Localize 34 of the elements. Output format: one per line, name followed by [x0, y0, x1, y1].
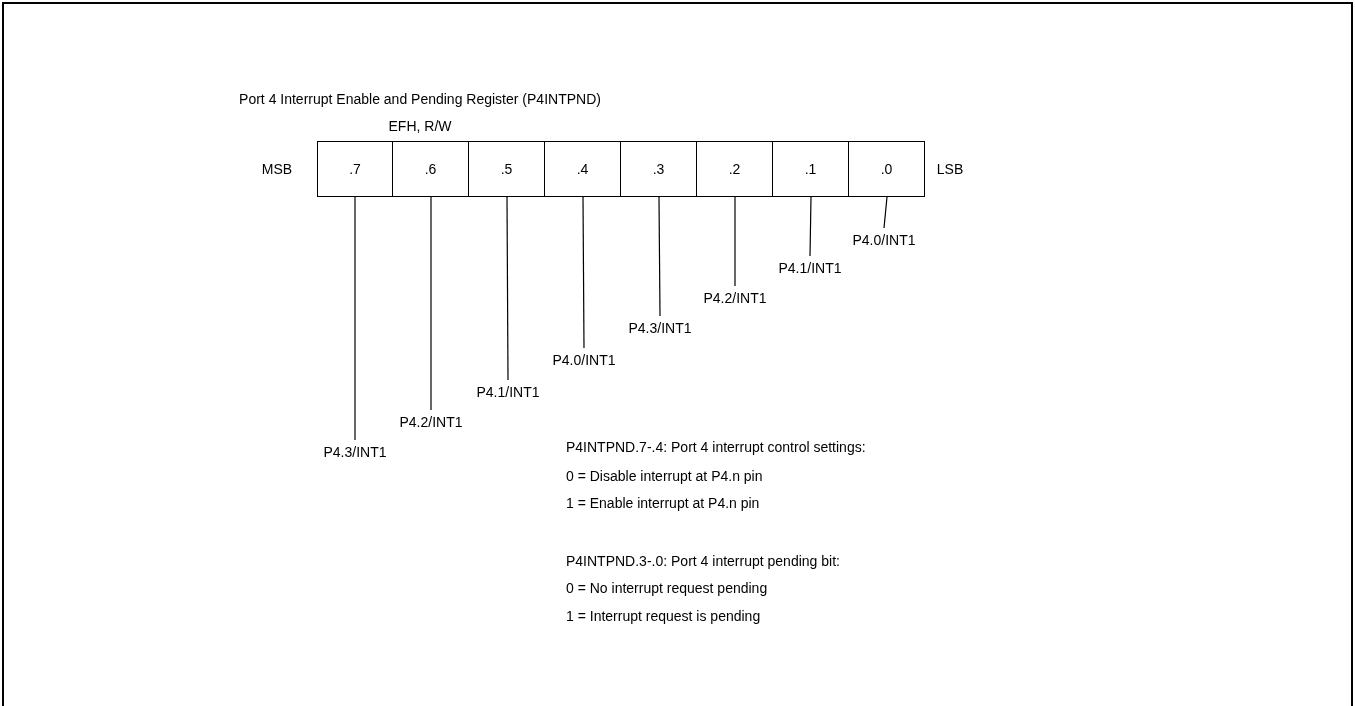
note-text: P4INTPND.7-.4: Port 4 interrupt control settings:: [566, 438, 866, 456]
note-text: LSB: [936, 160, 964, 178]
bit-cell: .2: [696, 141, 773, 197]
bit-label: P4.0/INT1: [839, 231, 929, 249]
bit-label: P4.3/INT1: [615, 319, 705, 337]
note-text: MSB: [261, 160, 293, 178]
bit-label: P4.1/INT1: [463, 383, 553, 401]
register-title: Port 4 Interrupt Enable and Pending Register (P4INTPND): [238, 90, 602, 108]
bit-cell: .3: [620, 141, 697, 197]
leader-line: [734, 196, 736, 287]
leader-line: [883, 196, 888, 229]
bit-label: P4.2/INT1: [386, 413, 476, 431]
bit-label: P4.3/INT1: [310, 443, 400, 461]
bit-cell: .6: [392, 141, 469, 197]
leader-line: [430, 196, 432, 411]
note-text: EFH, R/W: [388, 117, 452, 135]
note-text: 0 = Disable interrupt at P4.n pin: [566, 467, 763, 485]
leader-line: [506, 196, 509, 381]
bit-cell: .4: [544, 141, 621, 197]
bit-cell: .7: [317, 141, 393, 197]
bit-cell: .0: [848, 141, 925, 197]
leader-line: [582, 196, 585, 349]
bit-cell: .5: [468, 141, 545, 197]
bit-label: P4.1/INT1: [765, 259, 855, 277]
bit-cell: .1: [772, 141, 849, 197]
note-text: 1 = Enable interrupt at P4.n pin: [566, 494, 760, 512]
note-text: P4INTPND.3-.0: Port 4 interrupt pending bit:: [566, 552, 840, 570]
leader-line: [809, 196, 812, 257]
bit-label: P4.0/INT1: [539, 351, 629, 369]
leader-line: [354, 196, 356, 441]
bit-label: P4.2/INT1: [690, 289, 780, 307]
leader-line: [658, 196, 661, 317]
note-text: 0 = No interrupt request pending: [566, 579, 768, 597]
note-text: 1 = Interrupt request is pending: [566, 607, 761, 625]
